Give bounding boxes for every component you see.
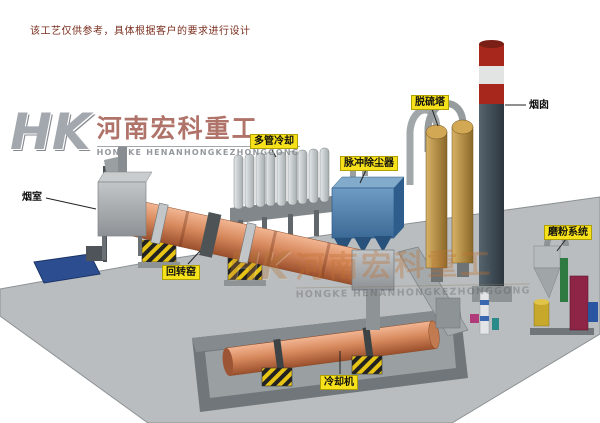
multi-tube-cooler-graphic	[230, 147, 332, 246]
label-cooling-machine: 冷却机	[320, 375, 358, 390]
leader-lines	[45, 104, 567, 374]
rotary-kiln-graphic	[109, 195, 395, 330]
kiln-head-housing	[351, 249, 395, 291]
disclaimer-text: 该工艺仅供参考，具体根据客户的要求进行设计	[30, 26, 251, 37]
chimney-graphic	[470, 40, 512, 335]
discharge-chute	[366, 290, 380, 330]
blue-mat	[33, 253, 101, 284]
control-cabinet	[86, 246, 106, 261]
label-chimney: 烟囱	[527, 99, 551, 112]
label-smoke-chamber: 烟室	[20, 191, 44, 204]
label-rotary-kiln: 回转窑	[162, 265, 200, 280]
smoke-chamber-graphic	[97, 146, 153, 262]
label-grinding-system: 磨粉系统	[544, 225, 592, 240]
label-desulfurization-tower: 脱硫塔	[411, 95, 449, 110]
dust-collector-graphic	[331, 163, 405, 271]
grinding-system-graphic	[435, 231, 598, 335]
label-multi-tube-cooler: 多管冷却	[250, 134, 298, 149]
cooling-machine-graphic	[192, 308, 468, 412]
label-pulse-dust-collector: 脉冲除尘器	[340, 156, 398, 171]
